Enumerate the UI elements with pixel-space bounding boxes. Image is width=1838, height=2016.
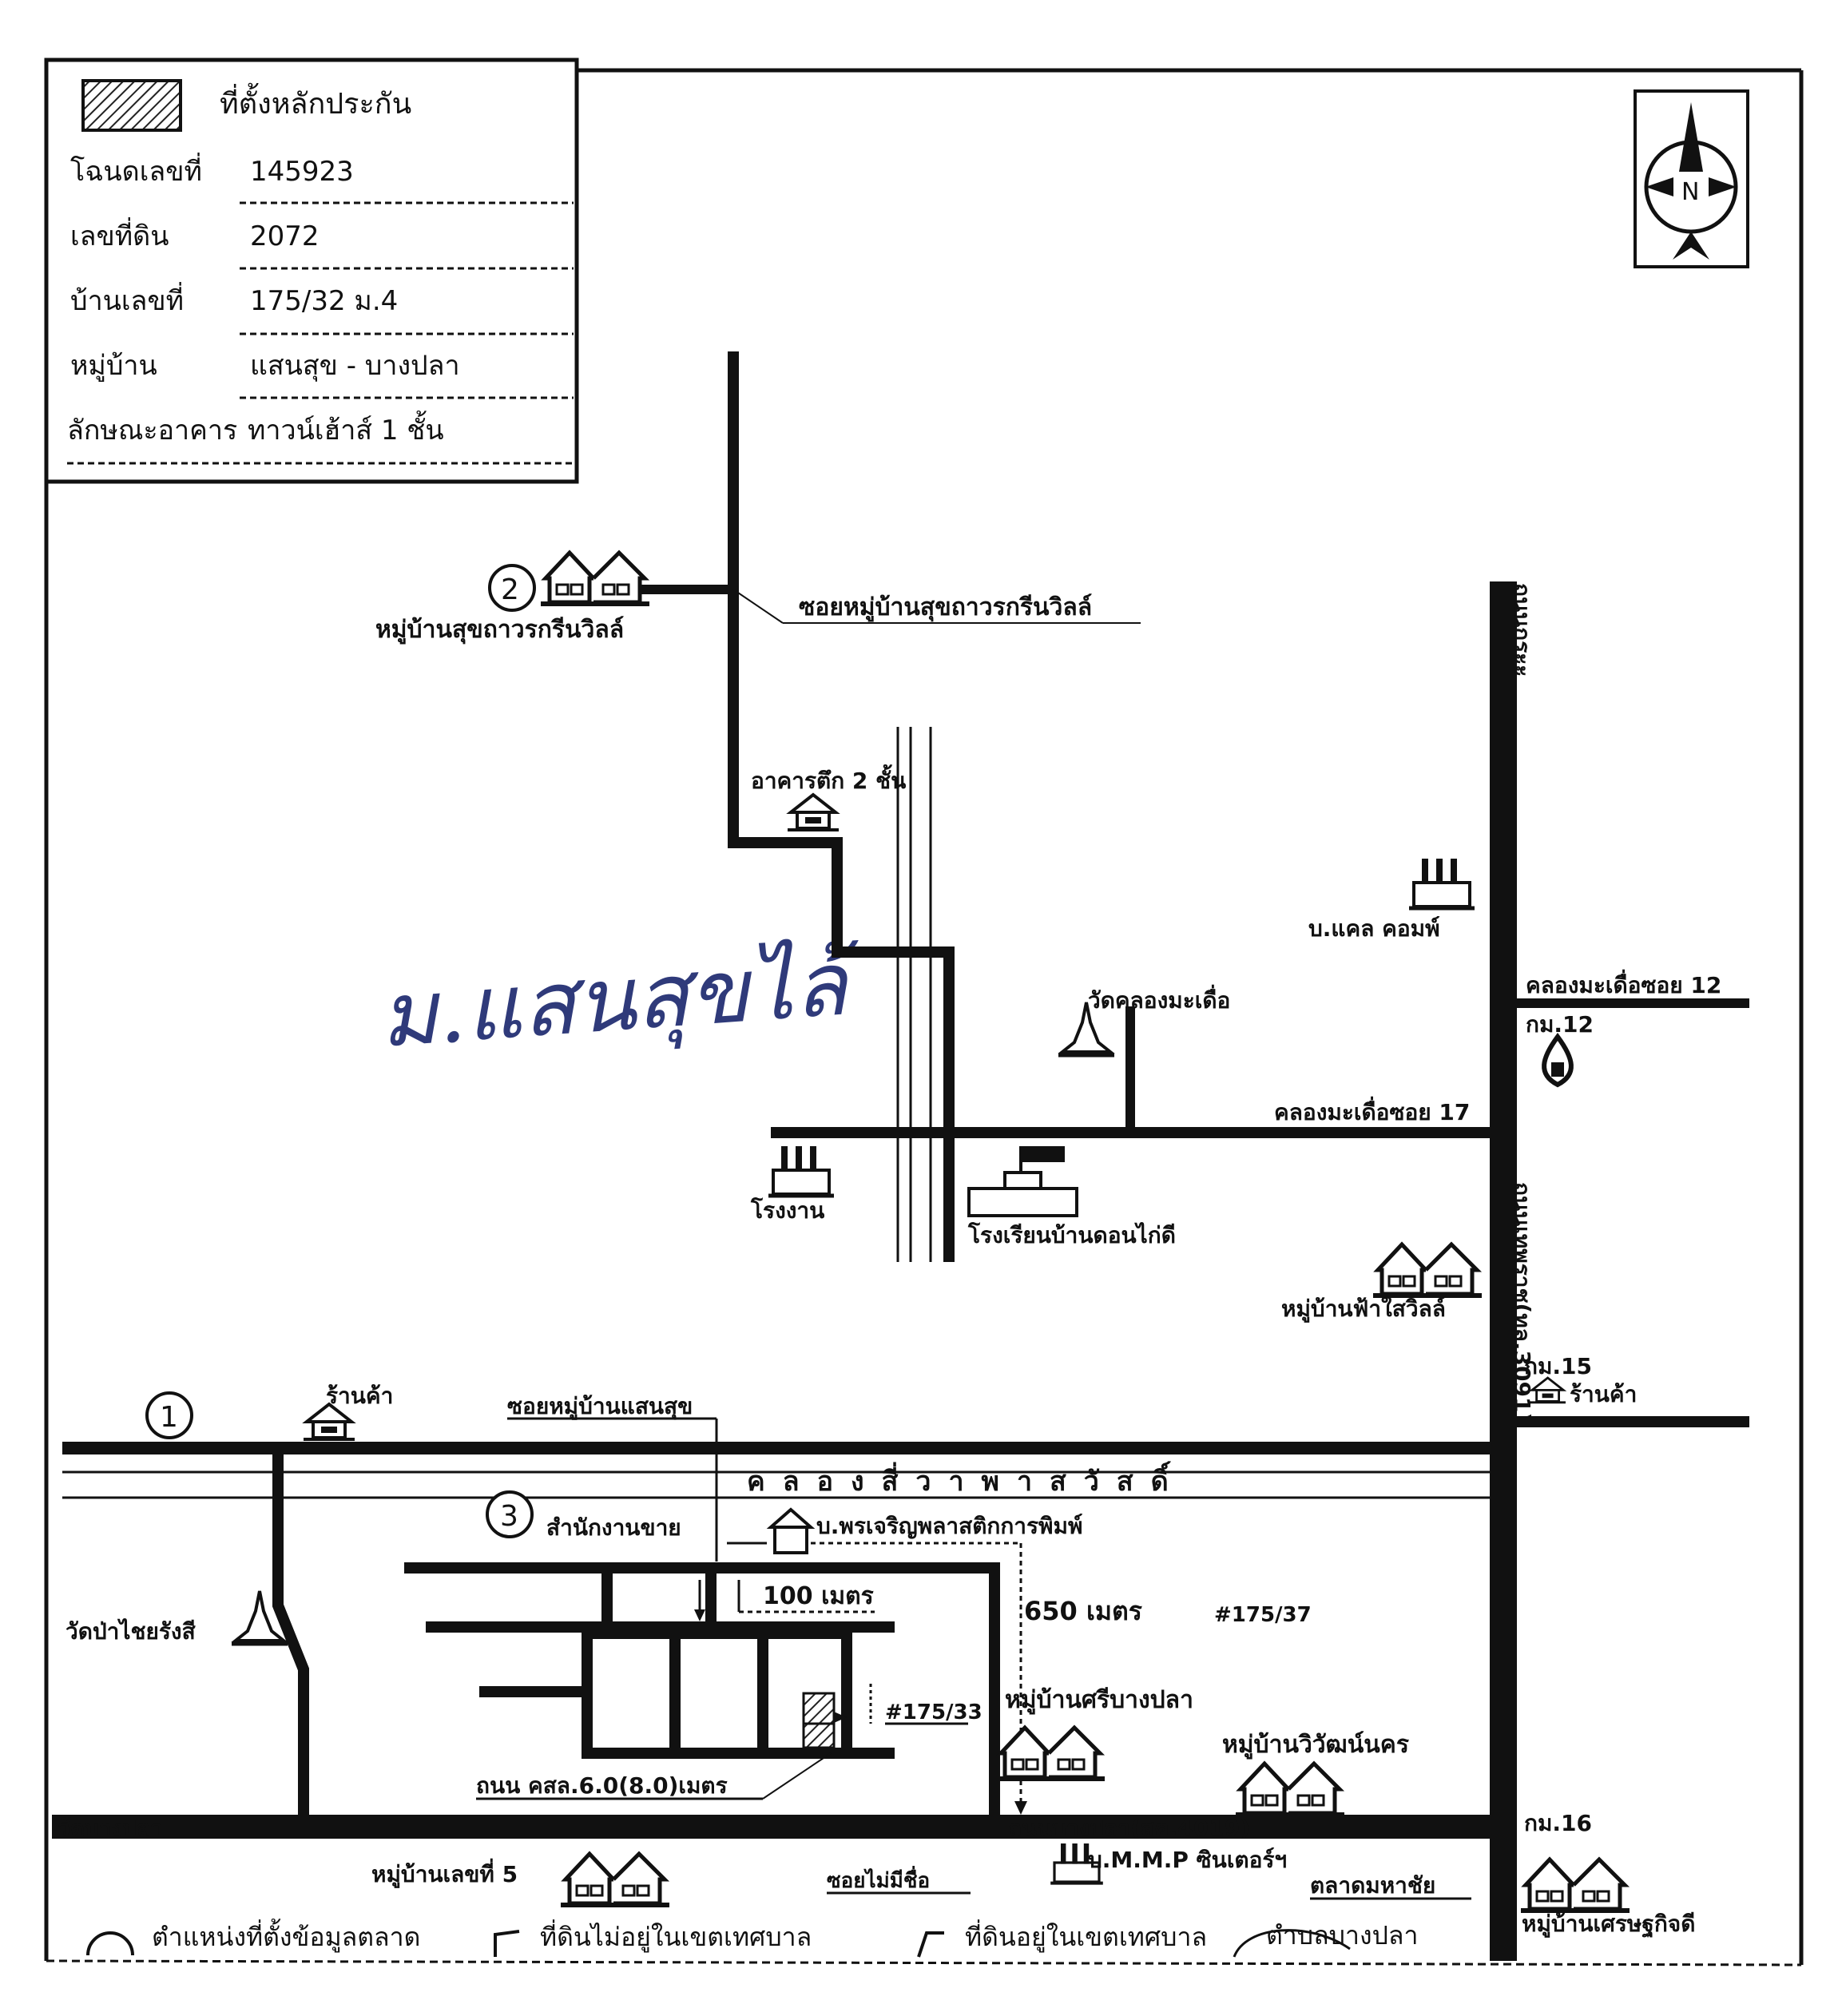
village-5-label: หมู่บ้านเลขที่ 5	[371, 1858, 518, 1888]
wat-bang-pla-label: วัดบางปลา	[58, 1815, 163, 1841]
si-bang-pla-village-icon	[996, 1728, 1105, 1779]
road-vertical-top-label: ถนนกระะ	[1509, 583, 1535, 677]
shop-right-label: ร้านค้า	[1570, 1381, 1637, 1407]
suk-thavorn-village-icon	[541, 553, 649, 604]
marker-1: 1	[145, 1391, 193, 1439]
inner-road-label: ถนน คสล.6.0(8.0)เมตร	[476, 1772, 728, 1799]
market-label: ตลาดมหาชัย	[1310, 1872, 1435, 1899]
village-5-icon	[561, 1854, 669, 1905]
collateral-swatch	[81, 79, 182, 132]
bang-pla-road-label: ถนนบางปลา(สค.4019)	[1008, 1815, 1250, 1841]
legend-deed-value: 145923	[250, 156, 354, 188]
khlong-soi-17-label: คลองมะเดื่อซอย 17	[1274, 1096, 1470, 1125]
soi-suk-thavorn-road	[639, 351, 1141, 1262]
handwritten-note: ม.แสนสุขไล้	[376, 931, 865, 1070]
svg-text:2: 2	[501, 573, 519, 606]
plastic-company-label: บ.พรเจริญพลาสติกการพิมพ์	[816, 1513, 1082, 1539]
wiwat-village-label: หมู่บ้านวิวัฒน์นคร	[1222, 1731, 1409, 1760]
mmp-label: บ.M.M.P ซินเตอร์ฯ	[1088, 1847, 1287, 1873]
khlong-soi-12-label: คลองมะเดื่อซอย 12	[1526, 969, 1721, 998]
wat-pa-chai-label: วัดป่าไชยรังสี	[66, 1618, 197, 1645]
legend-building-label: ลักษณะอาคาร	[67, 415, 237, 446]
si-bang-pla-village-label: หมู่บ้านศรีบางปลา	[1005, 1686, 1193, 1715]
shop-left-label: ร้านค้า	[326, 1383, 393, 1409]
two-storey-building-icon	[786, 793, 840, 831]
legend-deed-label: โฉนดเลขที่	[70, 153, 202, 188]
legend-village-label: หมู่บ้าน	[70, 350, 157, 382]
legend-survey-position: ตำแหน่งที่ตั้งข้อมูลตลาด	[152, 1919, 420, 1953]
legend-house-label: บ้านเลขที่	[70, 282, 184, 317]
legend-house-value: 175/32 ม.4	[250, 285, 398, 317]
legend-box: ที่ตั้งหลักประกัน โฉนดเลขที่ 145923 เลขท…	[44, 58, 579, 484]
fa-sai-village-label: หมู่บ้านฟ้าใสวิลล์	[1281, 1296, 1446, 1323]
legend-building-value: ทาวน์เฮ้าส์ 1 ชั้น	[248, 411, 444, 446]
left-connector-road	[272, 1454, 309, 1825]
shop-left-icon	[302, 1403, 356, 1441]
house-number-37: #175/37	[1214, 1603, 1312, 1627]
legend-land-value: 2072	[250, 220, 320, 252]
mcal-comp-icon	[1409, 859, 1475, 908]
khlong-main-label: คลองสี่วาพาสวัสดิ์	[747, 1461, 1186, 1498]
fa-sai-village-icon	[1373, 1244, 1482, 1296]
compass-north-label: N	[1681, 178, 1699, 206]
svg-text:3: 3	[500, 1500, 518, 1533]
legend-land-label: เลขที่ดิน	[70, 217, 169, 252]
setthakit-village-icon	[1521, 1859, 1630, 1911]
km12-label: กม.12	[1526, 1011, 1594, 1038]
collateral-plot	[802, 1692, 836, 1749]
legend-inside-municipality: ที่ดินอยู่ในเขตเทศบาล	[965, 1919, 1207, 1953]
subdivision-roads	[404, 1562, 1000, 1825]
factory-label: โรงงาน	[750, 1197, 824, 1224]
legend-collateral-label: ที่ตั้งหลักประกัน	[220, 82, 411, 121]
km15-label: กม.15	[1524, 1353, 1592, 1379]
wiwat-village-icon	[1236, 1764, 1344, 1815]
soi-saen-suk-label: ซอยหมู่บ้านแสนสุข	[507, 1393, 693, 1420]
mcal-comp-label: บ.แคล คอมพ์	[1308, 915, 1440, 942]
km16-label: กม.16	[1524, 1810, 1592, 1836]
svg-text:1: 1	[160, 1401, 178, 1434]
plastic-company-icon	[766, 1507, 816, 1554]
school-label: โรงเรียนบ้านดอนไก่ดี	[967, 1221, 1176, 1248]
two-storey-building-label: อาคารตึก 2 ชั้น	[751, 764, 906, 794]
thepharat-road-label: ถนนเทพราช(ทล.3091)	[1509, 1182, 1535, 1423]
marker-3: 3	[486, 1490, 534, 1538]
compass-icon: N	[1634, 89, 1749, 268]
setthakit-village-label: หมู่บ้านเศรษฐกิจดี	[1522, 1911, 1695, 1939]
legend-tambon: ตำบลบางปลา	[1266, 1920, 1418, 1951]
gas-station-icon	[1542, 1032, 1574, 1088]
school-icon	[967, 1146, 1078, 1217]
unnamed-soi-label: ซอยไม่มีชื่อ	[827, 1865, 930, 1893]
legend-outside-municipality: ที่ดินไม่อยู่ในเขตเทศบาล	[540, 1919, 812, 1953]
house-number-33: #175/33	[885, 1701, 983, 1724]
factory-icon	[768, 1146, 834, 1196]
marker-2: 2	[488, 564, 536, 612]
distance-650-label: 650 เมตร	[1024, 1596, 1142, 1626]
sales-office-label: สำนักงานขาย	[546, 1514, 681, 1541]
soi-suk-thavorn-label: ซอยหมู่บ้านสุขถาวรกรีนวิลล์	[799, 593, 1092, 622]
bottom-legend: ตำแหน่งที่ตั้งข้อมูลตลาด ที่ดินไม่อยู่ใน…	[86, 1919, 1418, 1958]
suk-thavorn-village-label: หมู่บ้านสุขถาวรกรีนวิลล์	[375, 616, 624, 645]
wat-khlong-maduea-label: วัดคลองมะเดื่อ	[1088, 984, 1230, 1014]
distance-100-label: 100 เมตร	[763, 1582, 874, 1610]
legend-village-value: แสนสุข - บางปลา	[250, 350, 460, 382]
